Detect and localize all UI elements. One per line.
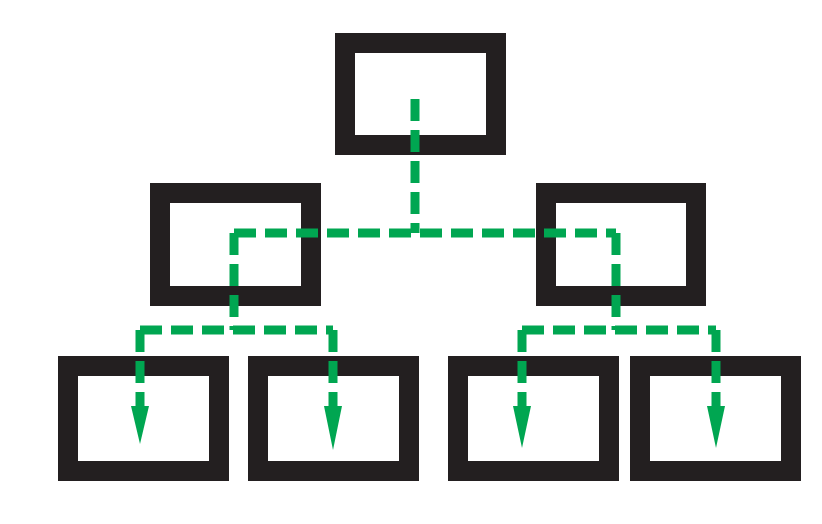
arrowhead-right-left — [513, 406, 531, 448]
arrowheads — [131, 406, 725, 450]
node-boxes — [58, 33, 801, 481]
arrowhead-left-left — [131, 406, 149, 444]
connectors — [135, 99, 721, 412]
node-right — [536, 183, 706, 306]
node-right-left — [448, 356, 619, 481]
node-root — [335, 33, 506, 155]
arrowhead-left-right — [324, 406, 342, 450]
arrowhead-right-right — [707, 406, 725, 448]
